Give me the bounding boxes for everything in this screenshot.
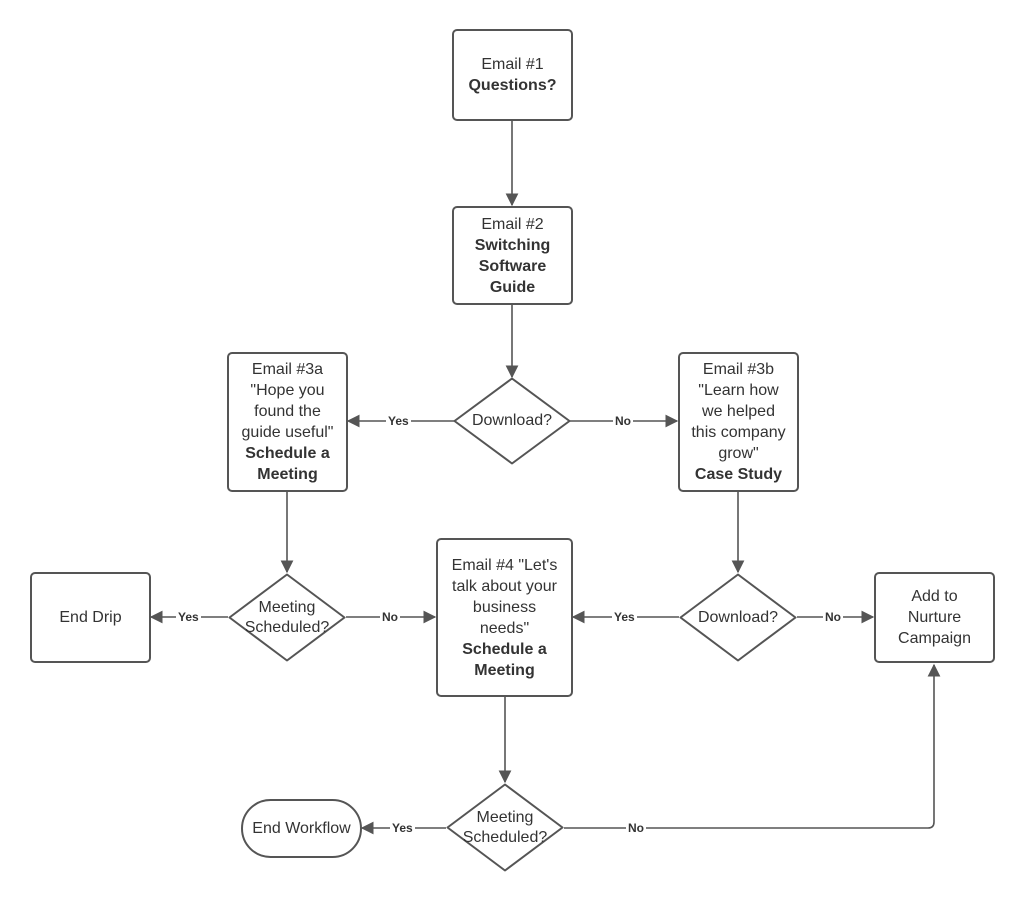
email3a-text-line2: found the [254,403,321,420]
email3a-node: Email #3a "Hope you found the guide usef… [227,352,348,492]
email3b-text-line1: "Learn how [698,382,779,399]
email4-text-line2: talk about your [452,577,557,595]
email4-node: Email #4 "Let's talk about your business… [436,538,573,697]
diamond-shape [446,783,564,872]
download-decision-1: Download? [453,377,571,465]
edge-label-meeting1-yes: Yes [176,610,201,624]
email3b-cta: Case Study [694,466,783,483]
email1-node: Email #1 Questions? [452,29,573,121]
diamond-shape [679,573,797,662]
edge-label-meeting2-yes: Yes [390,821,415,835]
meeting-decision-1-line2: Scheduled? [244,618,330,636]
email1-number: Email #1 [481,56,544,73]
email1-subject: Questions? [468,77,557,94]
email2-subject-line2: Software [478,257,547,275]
diamond-shape [453,377,571,465]
email3a-cta-line1: Schedule a [245,445,330,462]
email2-number: Email #2 [481,215,544,233]
end-drip-node: End Drip [30,572,151,663]
email4-text-line1: Email #4 "Let's [451,556,558,574]
nurture-line1: Add to [911,588,958,605]
end-workflow-node: End Workflow [241,799,362,858]
edge-label-download1-no: No [613,414,633,428]
edge-label-meeting1-no: No [380,610,400,624]
end-workflow-label: End Workflow [252,820,351,837]
download-decision-2-label: Download? [697,608,779,626]
email2-node: Email #2 Switching Software Guide [452,206,573,305]
email4-cta-line2: Meeting [474,661,535,679]
email3a-text-line1: "Hope you [250,382,325,399]
edge-label-download2-no: No [823,610,843,624]
email3a-cta-line2: Meeting [257,466,318,483]
meeting-decision-1-line1: Meeting [258,598,316,616]
email2-subject-line3: Guide [489,278,536,296]
email3a-text-line3: guide useful" [241,424,334,441]
nurture-campaign-node: Add to Nurture Campaign [874,572,995,663]
edge-meeting2-no [564,663,941,829]
email4-cta-line1: Schedule a [462,640,547,658]
download-decision-2: Download? [679,573,797,662]
meeting-decision-2-line1: Meeting [476,808,534,826]
email2-subject-line1: Switching [474,236,551,254]
email3b-text-line4: grow" [718,445,759,462]
end-drip-label: End Drip [59,609,122,626]
email4-text-line4: needs" [479,619,530,637]
meeting-decision-2: Meeting Scheduled? [446,783,564,872]
edge-label-download1-yes: Yes [386,414,411,428]
email3b-text-line3: this company [691,424,786,441]
email3a-number: Email #3a [251,361,324,378]
edge-label-download2-yes: Yes [612,610,637,624]
email4-text-line3: business [472,598,537,616]
diamond-shape [228,573,346,662]
email3b-text-line2: we helped [702,403,775,420]
edge-label-meeting2-no: No [626,821,646,835]
meeting-decision-1: Meeting Scheduled? [228,573,346,662]
nurture-line3: Campaign [898,630,971,647]
meeting-decision-2-line2: Scheduled? [462,828,548,846]
download-decision-1-label: Download? [471,412,553,429]
nurture-line2: Nurture [907,609,962,626]
email3b-node: Email #3b "Learn how we helped this comp… [678,352,799,492]
email3b-number: Email #3b [702,361,775,378]
